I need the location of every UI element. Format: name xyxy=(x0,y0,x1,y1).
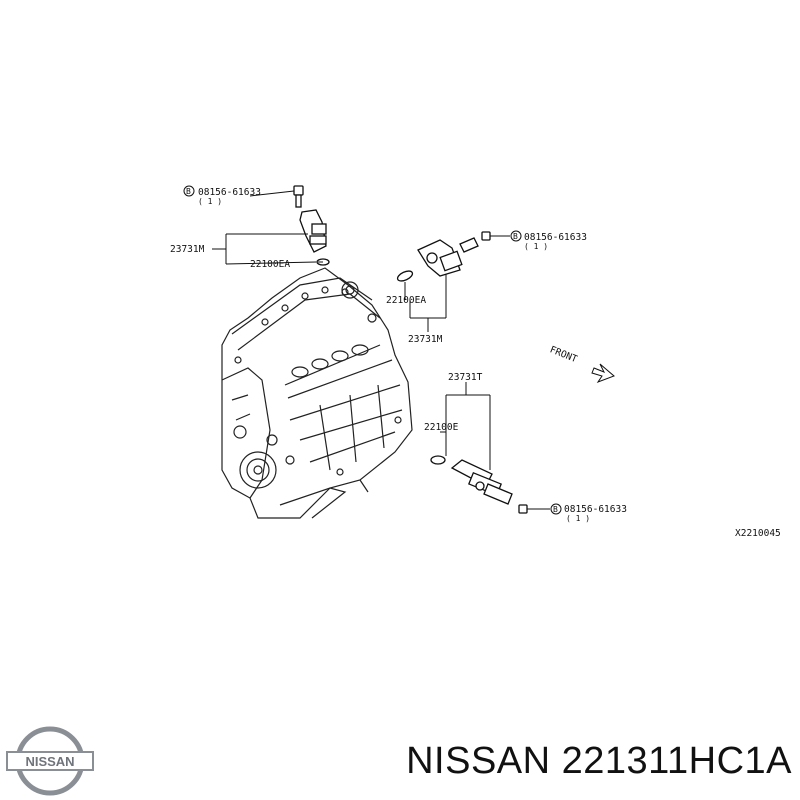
sensor-group-top-right xyxy=(396,231,510,332)
logo-text: NISSAN xyxy=(25,754,74,769)
callout-sensor-left: 23731M xyxy=(170,244,205,255)
sensor-group-bottom xyxy=(430,382,550,514)
drawing-code: X2210045 xyxy=(735,528,781,539)
circle-marker-top-left xyxy=(183,185,195,197)
marker-letter-top-right: B xyxy=(513,232,518,241)
callout-oring-left: 22100EA xyxy=(250,259,290,270)
marker-letter-bottom: B xyxy=(553,505,558,514)
callout-bolt-bottom: 08156-61633 xyxy=(564,504,627,515)
callout-bolt-top-right: 08156-61633 xyxy=(524,232,587,243)
callout-sensor-bottom: 23731T xyxy=(448,372,483,383)
callout-oring-bottom: 22100E xyxy=(424,422,459,433)
nissan-logo: NISSAN xyxy=(6,726,94,796)
callout-bolt-top-left-qty: ( 1 ) xyxy=(198,197,222,206)
front-arrow-icon xyxy=(591,363,615,384)
callout-bolt-top-left: 08156-61633 xyxy=(198,187,261,198)
sensor-group-top-left xyxy=(212,185,330,266)
callout-bolt-bottom-qty: ( 1 ) xyxy=(566,514,590,523)
engine-block xyxy=(221,267,413,519)
callout-sensor-right: 23731M xyxy=(408,334,443,345)
front-label: FRONT xyxy=(548,344,579,365)
front-indicator: FRONT xyxy=(548,344,579,365)
circle-marker-bottom xyxy=(550,503,562,515)
part-caption: NISSAN 221311HC1A xyxy=(406,740,792,782)
callout-bolt-top-right-qty: ( 1 ) xyxy=(524,242,548,251)
callout-oring-right: 22100EA xyxy=(386,295,426,306)
circle-marker-top-right xyxy=(510,230,522,242)
marker-letter-top-left: B xyxy=(186,187,191,196)
